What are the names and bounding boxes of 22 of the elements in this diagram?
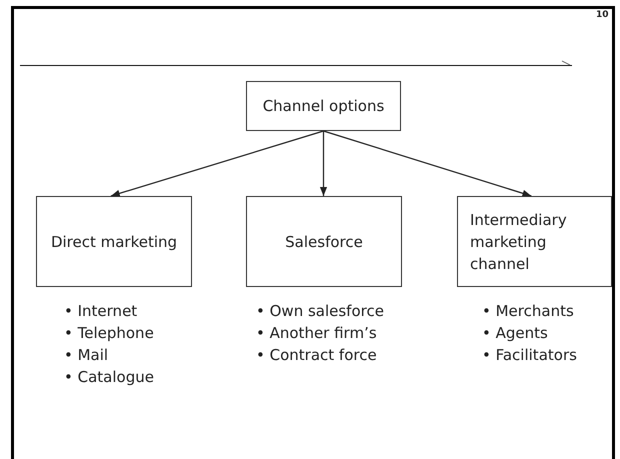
box-label: Direct marketing — [50, 232, 178, 252]
box-label: Salesforce — [285, 232, 363, 252]
bullet-item: • Facilitators — [482, 345, 577, 366]
page-number: 10 — [596, 10, 609, 20]
bullet-item: • Merchants — [482, 301, 575, 322]
bullet-item: • Contract force — [256, 345, 378, 366]
process-box — [246, 196, 402, 287]
bullet-item: • Own salesforce — [256, 301, 384, 322]
arrow — [110, 130, 324, 197]
bullet-item: • Another firm’s — [256, 323, 378, 344]
process-box — [246, 81, 401, 131]
bullet-item: • Internet — [64, 301, 138, 322]
bullet-item: • Mail — [64, 345, 110, 366]
process-box — [457, 196, 612, 287]
bullet-item: • Agents — [482, 323, 549, 344]
process-box — [36, 196, 192, 287]
box-label: Intermediary marketing channel — [470, 210, 568, 274]
bullet-item: • Catalogue — [64, 367, 154, 388]
bullet-item: • Telephone — [64, 323, 154, 344]
arrow — [323, 130, 532, 197]
arrow — [320, 131, 328, 196]
box-label: Channel options — [262, 96, 384, 117]
